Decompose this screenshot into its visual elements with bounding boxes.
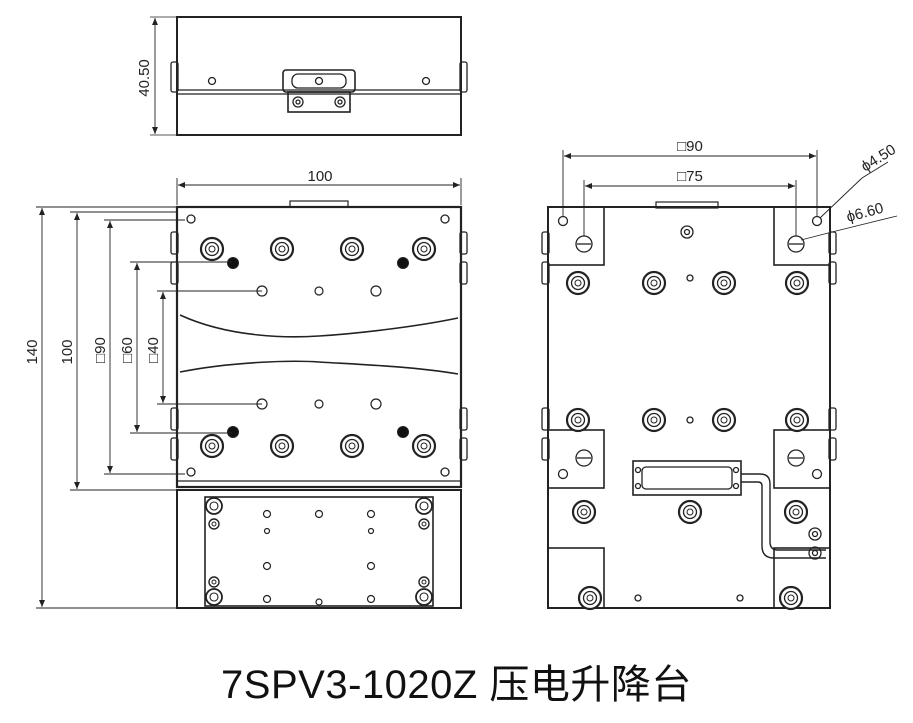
dim-hole-diameter-large: ϕ6.60 [845, 200, 886, 226]
mounting-holes [199, 236, 810, 611]
dim-sq90-vertical: □90 [92, 337, 109, 363]
dim-hole-diameter-small: ϕ4.50 [858, 141, 899, 175]
dim-sq60-vertical: □60 [119, 337, 136, 363]
dim-side-height: 40.50 [136, 59, 153, 97]
dim-front-height: 100 [59, 339, 76, 364]
drawing-caption: 7SPV3-1020Z 压电升降台 [221, 663, 692, 707]
dim-back-sq90: □90 [677, 138, 703, 155]
dim-sq40-vertical: □40 [145, 337, 162, 363]
dim-back-sq75: □75 [677, 168, 703, 185]
dim-front-total-height: 140 [24, 339, 41, 364]
dim-front-width: 100 [307, 168, 332, 185]
dimension-lines [36, 150, 898, 609]
side-view [150, 16, 468, 136]
back-view [541, 201, 837, 609]
